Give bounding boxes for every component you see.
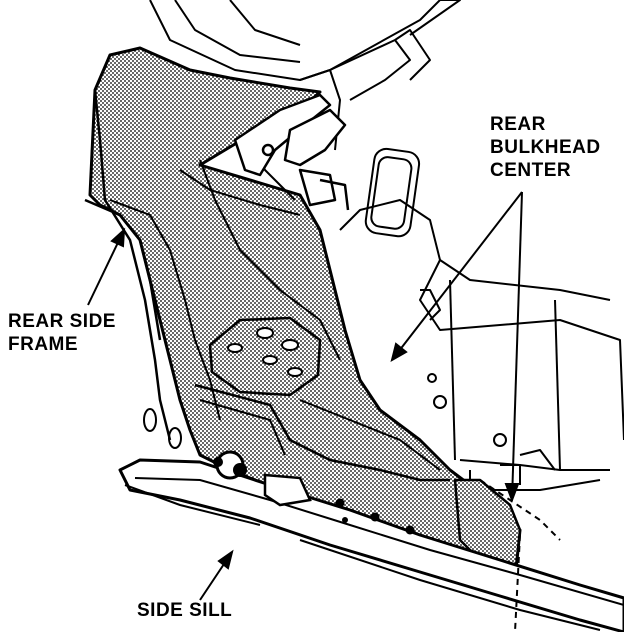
rear-side-frame-label-line1: REAR SIDE [8, 311, 116, 332]
rear-bulkhead-label-line2: BULKHEAD [490, 137, 601, 158]
quarter-panel-edge [84, 89, 172, 441]
rear-bulkhead-label-line1: REAR [490, 114, 546, 135]
floor-panel [339, 147, 624, 491]
frame-hole [256, 327, 274, 339]
rear-side-frame-label-line2: FRAME [8, 334, 79, 355]
leader-line-side-sill [199, 549, 234, 601]
side-sill [118, 450, 624, 632]
frame-hole [281, 339, 299, 351]
rear-bulkhead-label-line3: CENTER [490, 160, 572, 181]
rear-side-frame [88, 46, 522, 582]
sill-hole [335, 498, 345, 508]
rear-side-frame-label: REAR SIDE FRAME [8, 310, 116, 356]
side-panel-openings [143, 408, 182, 449]
hidden-edge-lines [479, 479, 561, 632]
upper-body-structure [149, 0, 461, 151]
sill-hole [342, 517, 348, 523]
rear-bulkhead-center-label: REAR BULKHEAD CENTER [490, 113, 601, 182]
shock-tower-bracket [233, 93, 350, 211]
leader-line-rear-side-frame [87, 227, 126, 306]
sill-hole [370, 512, 380, 522]
frame-hole [262, 355, 278, 365]
frame-hole [227, 343, 243, 353]
leader-line-rear-bulkhead [390, 191, 523, 503]
side-sill-label: SIDE SILL [137, 600, 233, 621]
sill-hole [405, 525, 415, 535]
frame-hole [287, 367, 303, 377]
